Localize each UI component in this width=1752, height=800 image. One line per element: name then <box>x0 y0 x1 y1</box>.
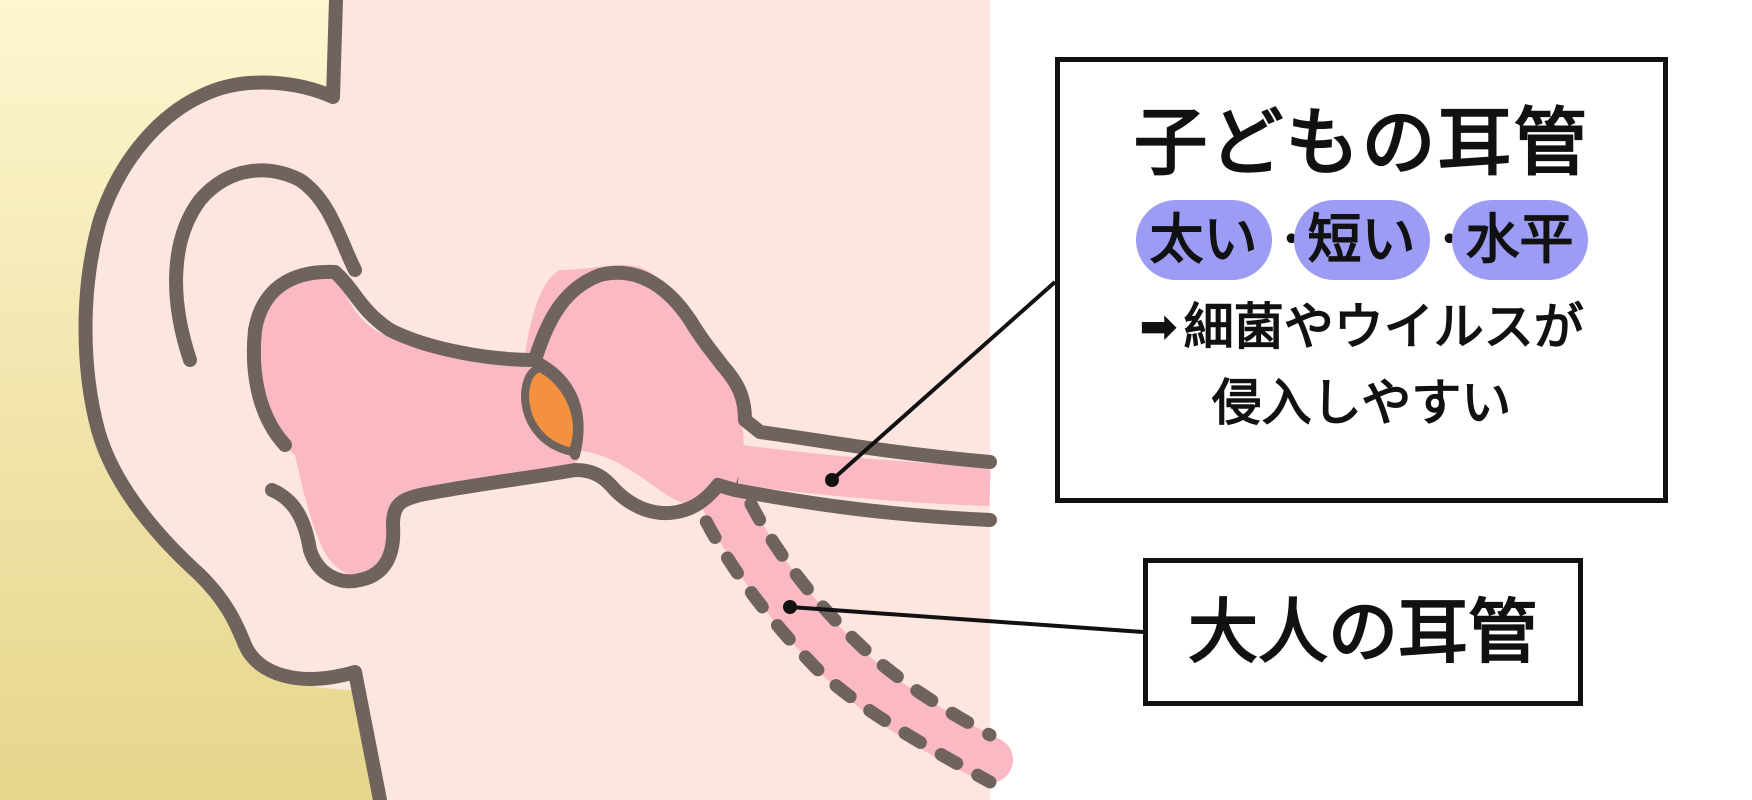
child-tube-callout: 子どもの耳管 太い ・ 短い ・ 水平 ➡細菌やウイルスが 侵入しやすい <box>1055 57 1668 503</box>
child-tube-traits: 太い ・ 短い ・ 水平 <box>1060 200 1663 280</box>
eardrum <box>521 364 581 456</box>
helix-curve <box>169 163 362 367</box>
trait-short: 短い <box>1293 200 1430 280</box>
trait-thick: 太い <box>1135 200 1272 280</box>
trait-separator: ・ <box>1429 217 1470 263</box>
child-tube-description-line1: ➡細菌やウイルスが <box>1060 288 1663 365</box>
pinna <box>78 0 387 800</box>
adult-callout-dot <box>783 600 797 614</box>
adult-tube-callout: 大人の耳管 <box>1143 558 1583 706</box>
adult-tube-outline-lower <box>681 477 997 789</box>
ear-canal-outline-upper <box>246 264 997 469</box>
adult-tube-fill <box>687 447 1013 783</box>
adult-callout-leader <box>789 605 1144 634</box>
child-callout-dot <box>825 473 839 487</box>
child-tube-title: 子どもの耳管 <box>1133 100 1590 186</box>
adult-tube-outline-upper <box>726 459 997 742</box>
adult-tube-title: 大人の耳管 <box>1188 591 1538 673</box>
child-tube-fill <box>737 445 991 506</box>
description-text-1: 細菌やウイルスが <box>1183 298 1584 356</box>
child-tube-description-line2: 侵入しやすい <box>1211 374 1512 432</box>
ear-canal-outline-lower <box>265 463 997 589</box>
right-arrow-icon: ➡ <box>1139 299 1178 353</box>
ear-canal-fill <box>256 265 744 577</box>
trait-separator: ・ <box>1271 217 1312 263</box>
trait-horizontal: 水平 <box>1451 200 1588 280</box>
child-callout-leader <box>830 280 1057 482</box>
